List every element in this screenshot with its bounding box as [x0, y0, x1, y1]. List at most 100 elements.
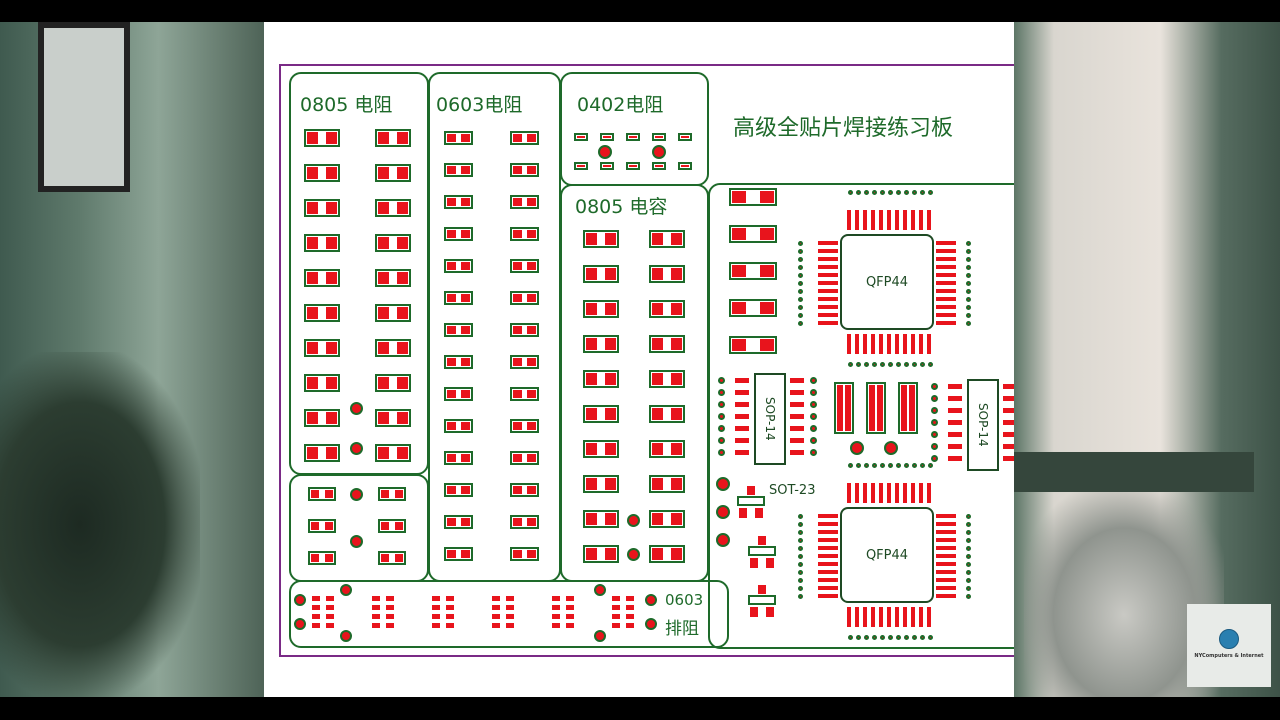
smd-component [649, 335, 685, 353]
pad [527, 294, 536, 302]
test-point [798, 305, 803, 310]
smd-component [444, 419, 473, 433]
qfp-pin [818, 594, 838, 598]
smd-component [510, 451, 539, 465]
pad [326, 447, 337, 459]
smd-component [510, 387, 539, 401]
test-point [904, 362, 909, 367]
via [350, 488, 363, 501]
sop-pin [948, 384, 962, 389]
test-point [896, 635, 901, 640]
smd-component [583, 510, 619, 528]
test-point [966, 530, 971, 535]
sot-pin [766, 607, 774, 617]
test-point [896, 463, 901, 468]
pad [326, 167, 337, 179]
smd-component [729, 262, 777, 280]
test-point [966, 257, 971, 262]
via [652, 145, 666, 159]
pad [760, 265, 774, 277]
pad [652, 233, 663, 245]
sop-pin [1003, 408, 1014, 413]
pad [837, 385, 843, 431]
smd-component [678, 162, 692, 170]
test-point [904, 635, 909, 640]
pad [395, 554, 403, 562]
qfp-pin [936, 586, 956, 590]
sop-pin [948, 456, 962, 461]
pad [586, 373, 597, 385]
array-pad [626, 614, 634, 619]
test-point [798, 578, 803, 583]
via [627, 514, 640, 527]
pad [586, 548, 597, 560]
qfp-pin [818, 570, 838, 574]
test-point [872, 635, 877, 640]
pad [447, 230, 456, 238]
pad [577, 136, 581, 138]
pad [605, 443, 616, 455]
test-point [966, 305, 971, 310]
via [884, 441, 898, 455]
test-point [798, 297, 803, 302]
qfp-pin [847, 607, 851, 627]
pad [877, 385, 883, 431]
pad [513, 422, 522, 430]
smd-component [583, 300, 619, 318]
array-pad [326, 623, 334, 628]
smd-component [510, 483, 539, 497]
array-pad [446, 596, 454, 601]
pad [527, 454, 536, 462]
qfp-pin [879, 210, 883, 230]
array-pad [492, 605, 500, 610]
label-0603-resistor: 0603电阻 [436, 94, 523, 116]
pad [378, 237, 389, 249]
test-point [931, 431, 938, 438]
qfp-pin [887, 210, 891, 230]
test-point [920, 190, 925, 195]
test-point [904, 190, 909, 195]
array-pad [386, 614, 394, 619]
smd-component [649, 230, 685, 248]
qfp-pin [818, 538, 838, 542]
smd-component [308, 551, 336, 565]
test-point [888, 463, 893, 468]
test-point [798, 249, 803, 254]
qfp-pin [936, 273, 956, 277]
test-point [880, 635, 885, 640]
smd-component [510, 163, 539, 177]
qfp-pin [818, 514, 838, 518]
qfp-pin [871, 210, 875, 230]
array-pad [312, 614, 320, 619]
test-point [856, 463, 861, 468]
smd-component [678, 133, 692, 141]
qfp-pin [818, 289, 838, 293]
sop-pin [790, 378, 804, 383]
test-point [798, 546, 803, 551]
smd-component [510, 515, 539, 529]
test-point [810, 449, 817, 456]
via [716, 505, 730, 519]
qfp-pin [903, 607, 907, 627]
pad [513, 390, 522, 398]
smd-component [583, 545, 619, 563]
pad [671, 478, 682, 490]
test-point [718, 437, 725, 444]
qfp-pin [871, 334, 875, 354]
pad [671, 548, 682, 560]
qfp-pin [927, 607, 931, 627]
pad [397, 342, 408, 354]
qfp-pin [863, 210, 867, 230]
pad [326, 272, 337, 284]
pad [603, 165, 607, 167]
pad [513, 166, 522, 174]
qfp-pin [936, 562, 956, 566]
smd-component [304, 304, 340, 322]
pad [326, 132, 337, 144]
test-point [798, 257, 803, 262]
pad [513, 230, 522, 238]
qfp-pin [818, 530, 838, 534]
qfp-pin [936, 281, 956, 285]
smd-component [375, 304, 411, 322]
pad [461, 486, 470, 494]
